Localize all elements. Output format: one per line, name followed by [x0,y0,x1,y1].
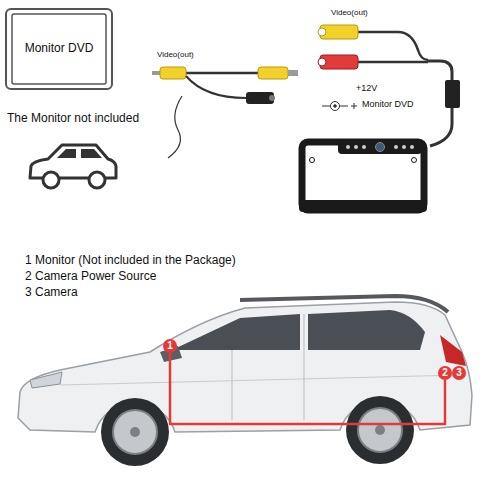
minus-lead [322,106,330,107]
callout-number: 2 [438,366,452,380]
video-cable [186,72,258,75]
polarity-ring [331,102,340,111]
yellow-rca-plug [258,67,288,79]
headlight [30,372,62,388]
legend-line: 3 Camera [25,286,78,300]
plate-frame-bottom [299,200,427,212]
screen-frame [12,14,106,84]
trigger-wire [168,96,182,158]
ir-led [362,145,366,149]
tail-light [440,335,466,366]
signal-label: Video(out) [331,8,368,17]
screw-hole [412,158,417,163]
wheel-hub [130,427,140,437]
yellow-rca-plug [160,67,186,79]
body-crease [60,375,460,385]
car-icon [30,145,116,188]
wheel-rim [358,408,402,452]
power-lead [186,76,246,98]
wheel-rim [113,410,157,454]
car-window [308,310,425,350]
extension-cable [152,67,298,158]
door-line [232,350,233,420]
black-rca-socket [246,92,274,104]
car-illustration [18,296,472,466]
ir-led [402,145,406,149]
car-icon-wheel [43,172,59,188]
camera-lead [430,108,452,146]
car-icon-window [81,149,102,158]
callout-text: 3 [456,368,462,378]
video-wire [358,32,428,60]
power-wire [358,61,428,64]
callout-number: 3 [452,366,466,380]
legend-line: 1 Monitor (Not included in the Package) [25,254,236,268]
ir-led [394,145,398,149]
wheel-hub [375,425,385,435]
merged-cable [428,61,452,80]
ir-led [354,145,358,149]
socket-opening [269,95,275,101]
car-wheel [101,398,169,466]
polarity-symbol [322,102,357,111]
signal-label: Video(out) [157,50,194,59]
wiring-route [170,353,445,424]
socket-opening [318,58,326,66]
car-wheel [346,396,414,464]
license-plate-camera [299,140,427,212]
plug-tip [288,70,298,76]
inline-filter [445,80,460,108]
plus-sign [354,103,355,109]
ir-led [346,145,350,149]
car-window [172,314,300,350]
callout-text: 2 [442,368,448,378]
monitor-label: Monitor DVD [25,42,94,56]
ir-led [410,145,414,149]
camera-bar [338,140,422,154]
callout-number: 1 [163,339,177,353]
signal-label: Monitor DVD [362,99,414,109]
socket-opening [318,28,326,36]
monitor-note: The Monitor not included [7,112,139,126]
monitor-box: Monitor DVDThe Monitor not included [5,8,113,90]
legend-line: 2 Camera Power Source [25,270,156,284]
door-line [304,314,305,420]
screw-hole [310,158,315,163]
car-icon-window [57,149,76,158]
polarity-pin [334,105,337,108]
signal-label: +12V [356,83,377,93]
camera-cable [318,25,460,146]
roof-rail [240,296,448,312]
camera-lens [376,143,385,152]
callout-text: 1 [167,341,173,351]
plus-lead [340,106,348,107]
car-icon-wheel [89,172,105,188]
